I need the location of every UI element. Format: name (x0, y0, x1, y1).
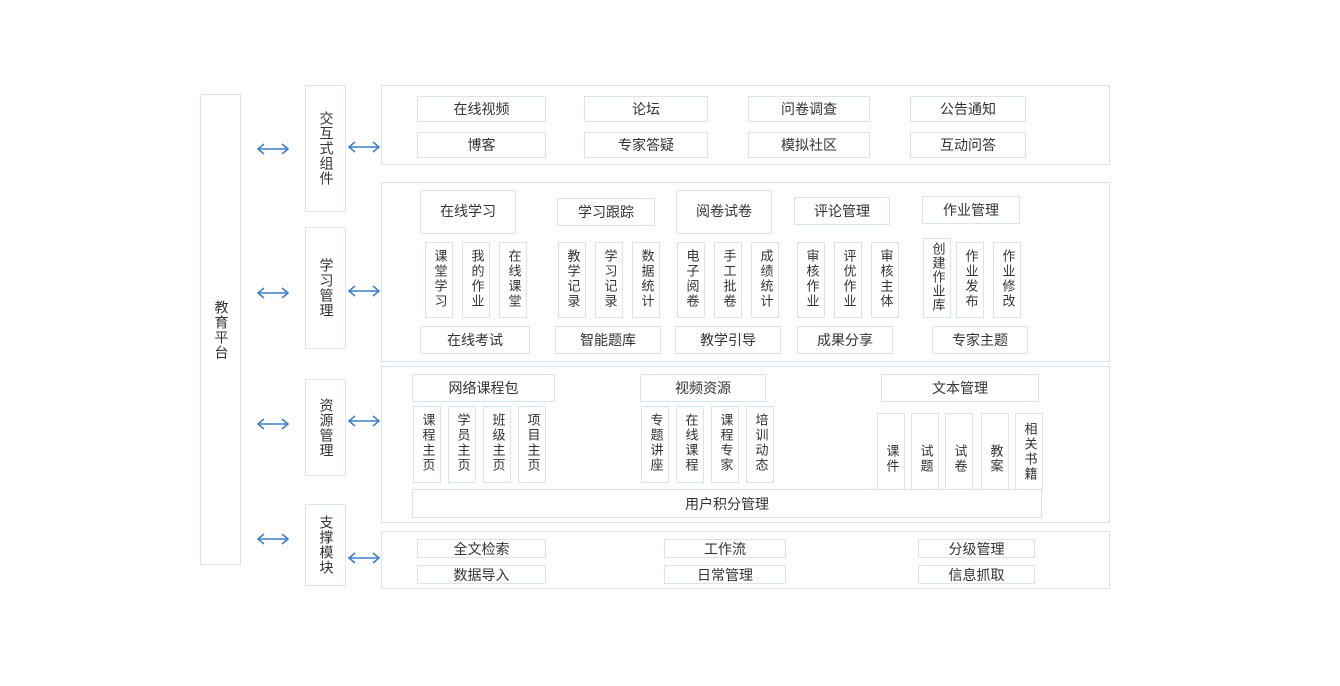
learning-item: 电子阅卷 (677, 242, 705, 318)
support-item: 工作流 (664, 539, 786, 558)
arrow-support-panel (347, 552, 381, 564)
support-item: 数据导入 (417, 565, 546, 584)
platform-box: 教育平台 (200, 94, 241, 565)
learning-item: 创建作业库 (923, 238, 951, 318)
arrow-learning-panel (347, 285, 381, 297)
learning-item: 教学记录 (558, 242, 586, 318)
learning-item: 作业修改 (993, 242, 1021, 318)
support-item: 分级管理 (918, 539, 1035, 558)
resource-group-title: 视频资源 (640, 374, 766, 402)
arrow-resources-panel (347, 415, 381, 427)
resource-item: 培训动态 (746, 406, 774, 483)
arrow-interactive-panel (347, 141, 381, 153)
learning-item: 我的作业 (462, 242, 490, 318)
resource-item: 学员主页 (448, 406, 476, 483)
module-resources-label: 资源管理 (317, 397, 334, 458)
learning-group-title: 阅卷试卷 (676, 190, 772, 234)
learning-item: 课堂学习 (425, 242, 453, 318)
learning-group-title: 作业管理 (922, 196, 1020, 224)
resource-item: 课件 (877, 413, 905, 490)
learning-group-footer: 成果分享 (797, 326, 893, 354)
resource-group-title: 文本管理 (881, 374, 1039, 402)
module-interactive: 交互式组件 (305, 85, 346, 212)
learning-group-footer: 智能题库 (555, 326, 661, 354)
resource-item: 在线课程 (676, 406, 704, 483)
support-item: 全文检索 (417, 539, 546, 558)
learning-item: 评优作业 (834, 242, 862, 318)
platform-label: 教育平台 (212, 299, 229, 360)
resource-item: 专题讲座 (641, 406, 669, 483)
learning-group-title: 评论管理 (794, 197, 890, 225)
learning-item: 审核主体 (871, 242, 899, 318)
learning-item: 审核作业 (797, 242, 825, 318)
interactive-item: 论坛 (584, 96, 708, 122)
interactive-item: 模拟社区 (748, 132, 870, 158)
learning-item: 手工批卷 (714, 242, 742, 318)
module-learning-label: 学习管理 (317, 258, 334, 318)
interactive-item: 问卷调查 (748, 96, 870, 122)
interactive-item: 博客 (417, 132, 546, 158)
resource-group-title: 网络课程包 (412, 374, 555, 402)
resource-item: 课程专家 (711, 406, 739, 483)
module-resources: 资源管理 (305, 379, 346, 476)
arrow-platform-learning (256, 287, 290, 299)
learning-group-footer: 在线考试 (420, 326, 530, 354)
interactive-item: 互动问答 (910, 132, 1026, 158)
learning-item: 学习记录 (595, 242, 623, 318)
module-support-label: 支撑模块 (317, 515, 334, 575)
learning-item: 成绩统计 (751, 242, 779, 318)
arrow-platform-support (256, 533, 290, 545)
interactive-item: 专家答疑 (584, 132, 708, 158)
arrow-platform-resources (256, 418, 290, 430)
resource-item: 试题 (911, 413, 939, 490)
resource-item: 班级主页 (483, 406, 511, 483)
learning-item: 数据统计 (632, 242, 660, 318)
resource-footer: 用户积分管理 (412, 489, 1042, 518)
learning-item: 在线课堂 (499, 242, 527, 318)
module-support: 支撑模块 (305, 504, 346, 586)
resource-item: 试卷 (945, 413, 973, 490)
interactive-item: 在线视频 (417, 96, 546, 122)
learning-group-title: 学习跟踪 (557, 198, 655, 226)
learning-item: 作业发布 (956, 242, 984, 318)
support-item: 信息抓取 (918, 565, 1035, 584)
resource-item: 相关书籍 (1015, 413, 1043, 490)
resource-item: 项目主页 (518, 406, 546, 483)
learning-group-footer: 教学引导 (675, 326, 781, 354)
module-learning: 学习管理 (305, 227, 346, 349)
learning-group-title: 在线学习 (420, 190, 516, 234)
learning-group-footer: 专家主题 (932, 326, 1028, 354)
resource-item: 教案 (981, 413, 1009, 490)
arrow-platform-interactive (256, 143, 290, 155)
support-item: 日常管理 (664, 565, 786, 584)
interactive-item: 公告通知 (910, 96, 1026, 122)
resource-item: 课程主页 (413, 406, 441, 483)
module-interactive-label: 交互式组件 (317, 111, 334, 186)
